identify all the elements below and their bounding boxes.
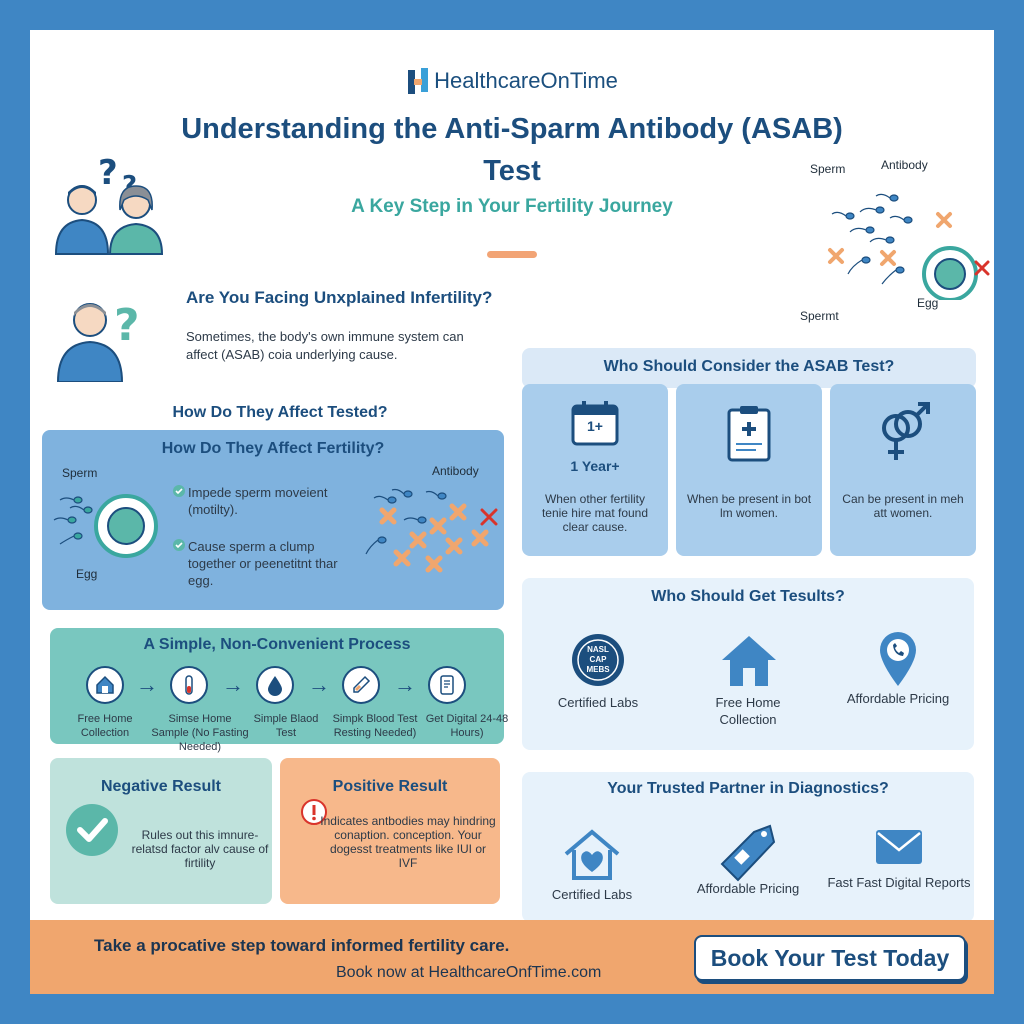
get-results-panel: Who Should Get Tesults? NASL CAP MEBS Ce…	[522, 578, 974, 750]
couple-illustration: ? ?	[54, 153, 164, 255]
top-sperm-egg-diagram	[828, 193, 990, 300]
seal-text-3: MEBS	[586, 665, 610, 674]
top-diagram-egg-label: Egg	[917, 296, 939, 310]
brand-name: HealthcareOnTime	[434, 68, 618, 93]
home-icon	[86, 666, 124, 704]
title-divider	[487, 251, 537, 258]
blood-drop-icon	[256, 666, 294, 704]
partner-heading: Your Trusted Partner in Diagnostics?	[607, 780, 889, 797]
who-card-3-text: Can be present in meh att women.	[842, 492, 964, 520]
seal-text: NASL CAP MEBS	[570, 645, 626, 675]
negative-result-card: Negative Result Rules out this imnure-re…	[50, 758, 272, 904]
affect-egg-label: Egg	[76, 567, 98, 581]
affect-antibody-label: Antibody	[432, 464, 479, 478]
top-diagram-antibody-label: Antibody	[881, 158, 928, 172]
location-phone-icon	[880, 632, 916, 686]
book-test-button[interactable]: Book Your Test Today	[694, 935, 966, 981]
positive-text: Indicates antbodies may hindring conapti…	[320, 814, 496, 870]
footer-cta: Take a procative step toward informed fe…	[94, 936, 510, 955]
gender-icon	[882, 402, 930, 460]
price-tag-icon	[720, 824, 776, 882]
tested-heading: How Do They Affect Tested?	[172, 404, 388, 421]
who-card-1: 1+ 1 Year+ When other fertility tenie hi…	[522, 384, 668, 556]
intro-text: Sometimes, the body's own immune system …	[186, 329, 464, 362]
process-step-5: Get Digital 24-48 Hours)	[425, 713, 509, 739]
calendar-icon	[571, 401, 619, 446]
process-heading: A Simple, Non-Convenient Process	[143, 636, 411, 653]
checkmark-icon	[66, 804, 118, 856]
affect-egg-diagram	[53, 494, 158, 558]
envelope-icon	[876, 830, 922, 864]
vial-icon	[342, 666, 380, 704]
antibody-attack-diagram	[365, 488, 498, 573]
who-card-2-text: When be present in bot lm women.	[686, 492, 812, 520]
top-diagram-sperm-label: Sperm	[810, 162, 846, 176]
intro-heading: Are You Facing Unxplained Infertility?	[186, 288, 493, 307]
brand-logo-icon	[408, 68, 429, 94]
phone-report-icon	[428, 666, 466, 704]
test-tube-icon	[170, 666, 208, 704]
check-icon	[172, 484, 192, 504]
seal-text-2: CAP	[589, 655, 607, 664]
process-step-2: Simse Home Sample (No Fasting Needed)	[151, 713, 249, 753]
affect-bullet-1: Impede sperm moveient (motilty).	[188, 485, 328, 517]
calendar-text: 1+	[587, 418, 603, 434]
partner-item-3: Fast Fast Digital Reports	[827, 875, 971, 890]
arrow-icon: →	[136, 672, 158, 697]
arrow-icon: →	[222, 672, 244, 697]
process-step-4: Simpk Blood Test Resting Needed)	[332, 713, 418, 739]
positive-result-card: Positive Result Indicates antbodies may …	[280, 758, 500, 904]
partner-item-2: Affordable Pricing	[696, 881, 800, 896]
partner-panel: Your Trusted Partner in Diagnostics? Cer…	[522, 772, 974, 922]
process-step-3: Simple Blaod Test	[253, 713, 319, 739]
arrow-icon: →	[308, 672, 330, 697]
clipboard-icon	[727, 406, 771, 462]
who-heading-bar: Who Should Consider the ASAB Test?	[522, 348, 976, 388]
affect-fertility-panel: How Do They Affect Fertility? Sperm Egg …	[42, 430, 504, 610]
get-results-item-3: Affordable Pricing	[846, 691, 950, 706]
exclamation-icon	[301, 799, 327, 825]
affect-heading: How Do They Affect Fertility?	[161, 440, 385, 457]
negative-text: Rules out this imnure-relatsd factor alv…	[131, 828, 269, 870]
get-results-item-1: Certified Labs	[557, 695, 639, 710]
arrow-icon: →	[394, 672, 416, 697]
seal-text-1: NASL	[587, 645, 609, 654]
who-heading: Who Should Consider the ASAB Test?	[603, 358, 895, 375]
get-results-heading: Who Should Get Tesults?	[651, 588, 845, 605]
infographic-poster: HealthcareOnTime Understanding the Anti-…	[30, 30, 994, 994]
get-results-item-2: Free Home Collection	[715, 695, 781, 727]
house-heart-icon	[564, 829, 620, 880]
seal-icon	[572, 634, 624, 686]
page-title: Understanding the Anti-Sparm Antibody (A…	[181, 113, 843, 187]
who-card-2: When be present in bot lm women.	[676, 384, 822, 556]
process-step-1: Free Home Collection	[77, 713, 133, 739]
svg-text:?: ?	[98, 153, 118, 193]
footer-book-now[interactable]: Book now at HealthcareOnfTime.com	[336, 964, 602, 981]
page-subtitle: A Key Step in Your Fertility Journey	[351, 196, 673, 217]
process-panel: A Simple, Non-Convenient Process → → → →…	[50, 628, 508, 753]
affect-bullet-2: Cause sperm a clump together or peenetit…	[188, 539, 338, 588]
brand: HealthcareOnTime	[30, 66, 994, 96]
negative-heading: Negative Result	[100, 778, 222, 795]
affect-sperm-label: Sperm	[62, 466, 98, 480]
partner-item-1: Certified Labs	[551, 887, 633, 902]
who-card-1-title: 1 Year+	[570, 458, 620, 474]
svg-text:?: ?	[114, 300, 140, 351]
check-icon	[172, 538, 192, 558]
who-card-3: Can be present in meh att women.	[830, 384, 976, 556]
positive-heading: Positive Result	[332, 778, 448, 795]
home-icon	[722, 636, 776, 686]
who-card-1-text: When other fertility tenie hire mat foun…	[541, 492, 649, 534]
top-diagram-spermt-label: Spermt	[800, 309, 839, 323]
worried-person-illustration: ?	[56, 300, 140, 382]
